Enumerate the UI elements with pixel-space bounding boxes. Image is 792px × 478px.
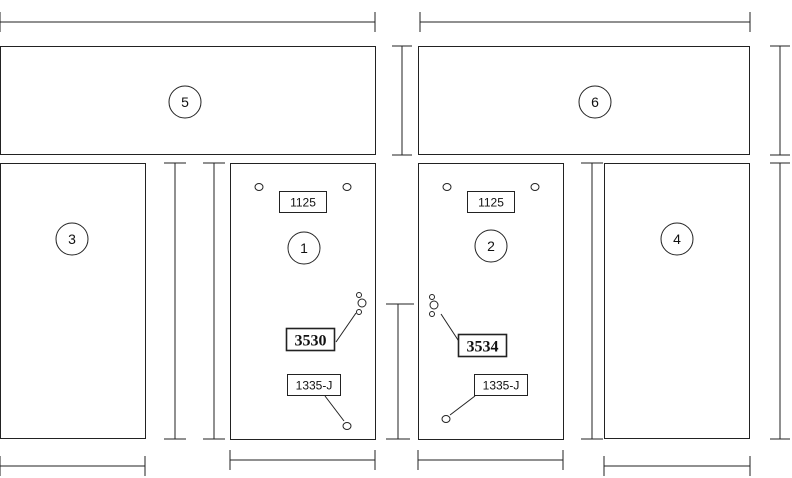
hinge-hole-large <box>429 300 439 310</box>
bottom-label: 1335-J <box>483 379 520 393</box>
bottom-hole <box>441 415 451 423</box>
panel-5: 5 <box>0 46 376 155</box>
dimension-panel-6-height <box>770 45 790 156</box>
top-hole-left <box>442 183 452 191</box>
top-label-box <box>279 191 327 213</box>
hinge-hole-large <box>357 298 367 308</box>
panel-number: 1 <box>300 240 308 256</box>
dimension-panel-3-width <box>0 456 146 476</box>
mid-label-leader <box>440 313 461 344</box>
bottom-label-leader <box>449 395 476 416</box>
dimension-panel-1-height <box>203 162 225 440</box>
dimension-panel-5-height <box>392 45 412 156</box>
top-label: 1125 <box>290 196 316 210</box>
top-hole-right <box>530 183 540 191</box>
panel-number-badge <box>474 229 508 263</box>
mid-label-box <box>285 327 336 352</box>
panel-number: 2 <box>487 238 495 254</box>
dimension-top-left <box>0 12 376 32</box>
hinge-hole-small <box>356 309 362 315</box>
mid-label-box <box>457 333 508 358</box>
bottom-label-leader <box>324 395 345 422</box>
panel-6: 6 <box>418 46 750 155</box>
dimension-panel-1-width <box>229 450 376 470</box>
panel-number-badge <box>55 222 89 256</box>
panel-number-badge <box>168 85 202 119</box>
top-label-box <box>467 191 515 213</box>
panel-2: 1125 2 3534 1335-J <box>418 163 564 440</box>
panel-number-badge <box>660 222 694 256</box>
panel-1: 1125 1 3530 1335-J <box>230 163 376 440</box>
dimension-panel-2-width <box>417 450 564 470</box>
top-label: 1125 <box>478 196 504 210</box>
hinge-hole-small <box>429 311 435 317</box>
hinge-hole-small <box>429 294 435 300</box>
bottom-label-box <box>287 374 341 396</box>
panel-number: 3 <box>68 231 76 247</box>
mid-label: 3530 <box>295 333 327 350</box>
bottom-hole <box>342 422 352 430</box>
top-hole-left <box>254 183 264 191</box>
dimension-panel-4-width <box>603 456 751 476</box>
dimension-panel-4-height <box>770 162 790 440</box>
dimension-top-right <box>419 12 751 32</box>
dimension-panel-3-height <box>164 162 186 440</box>
bottom-label-box <box>474 374 528 396</box>
panel-number: 4 <box>673 231 681 247</box>
mid-label-leader <box>335 312 357 343</box>
panel-4: 4 <box>604 163 750 439</box>
hinge-hole-small <box>356 292 362 298</box>
panel-number: 6 <box>591 94 599 110</box>
dimension-hinge-offset <box>386 303 414 440</box>
mid-label: 3534 <box>467 339 499 356</box>
panel-number-badge <box>578 85 612 119</box>
bottom-label: 1335-J <box>296 379 333 393</box>
dimension-panel-2-height <box>581 162 603 440</box>
top-hole-right <box>342 183 352 191</box>
panel-number: 5 <box>181 94 189 110</box>
panel-3: 3 <box>0 163 146 439</box>
panel-number-badge <box>287 231 321 265</box>
